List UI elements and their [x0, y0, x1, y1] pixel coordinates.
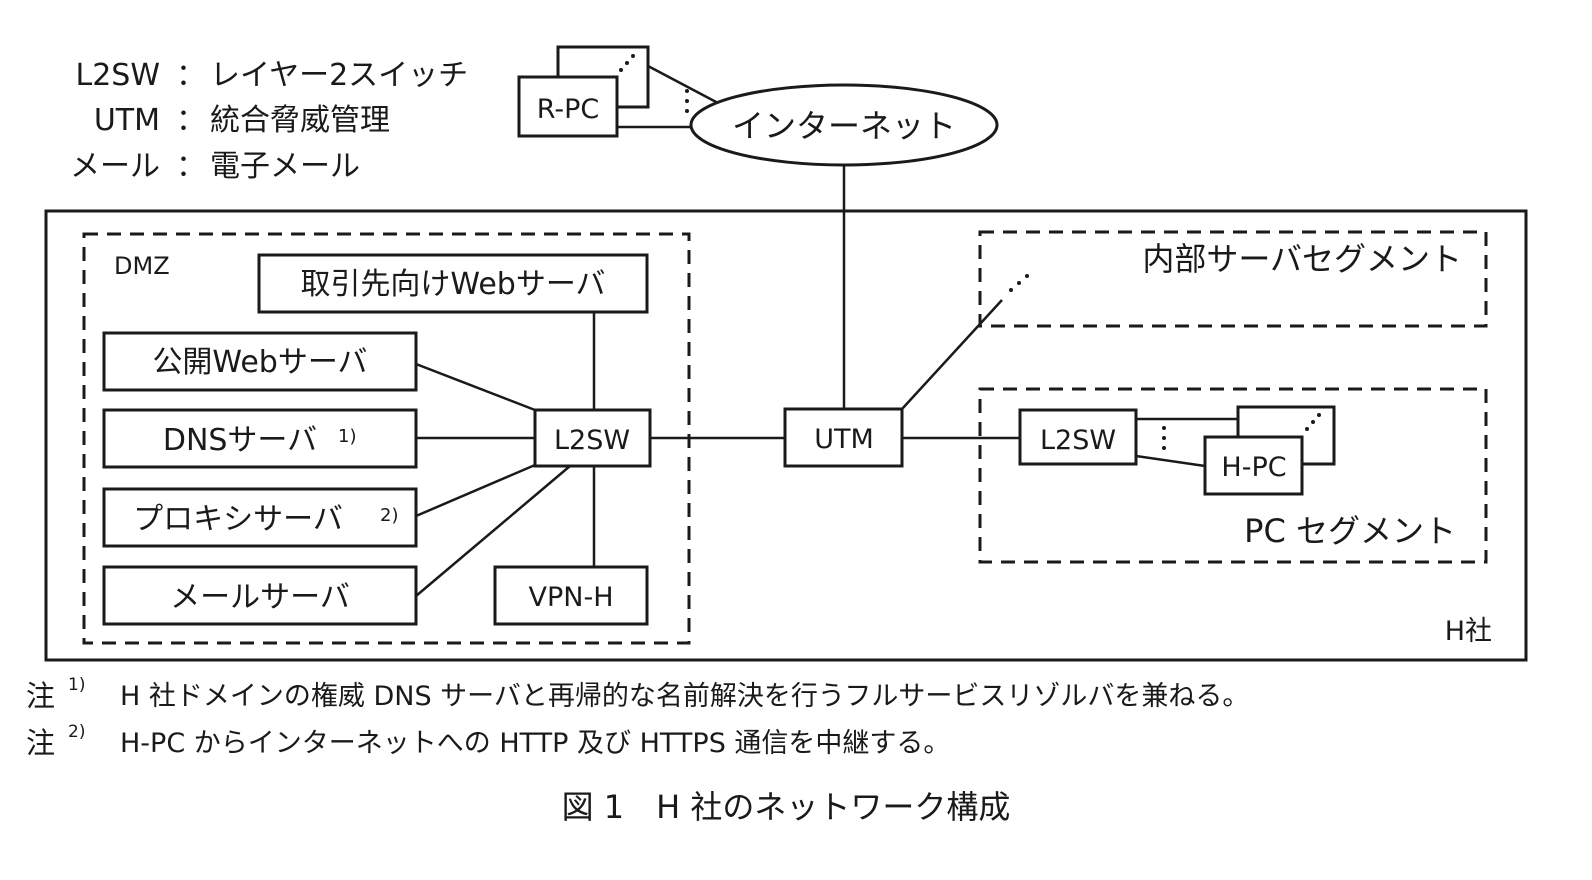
proxy-note-ref: 2)	[380, 505, 398, 526]
legend-sep: ：	[176, 103, 206, 138]
dmz-l2sw-label: L2SW	[554, 425, 630, 456]
ellipsis-dot	[1162, 446, 1166, 450]
dmz-label: DMZ	[114, 252, 170, 280]
hpc-label: H-PC	[1221, 452, 1286, 483]
note-number: 1)	[68, 675, 85, 695]
ellipsis-dot	[1317, 413, 1321, 417]
remote-pc-box	[517, 75, 619, 138]
legend-abbr-mail: メール	[70, 149, 160, 184]
utm-box	[783, 407, 904, 468]
company-frame	[44, 209, 1528, 662]
vpn-h-label: VPN-H	[529, 582, 614, 613]
internal-server-segment-zone	[978, 230, 1488, 328]
ellipsis-dot	[625, 61, 629, 65]
legend: L2SW ： レイヤー2スイッチ UTM ： 統合脅威管理 メール ： 電子メー…	[70, 58, 468, 184]
ellipsis-dot	[1017, 281, 1021, 285]
vpn-h-box	[493, 565, 649, 626]
mail-server-label: メールサーバ	[170, 580, 350, 615]
legend-meaning-l2sw: レイヤー2スイッチ	[210, 58, 468, 93]
partner-web-server-box	[257, 253, 649, 314]
company-label: H社	[1445, 616, 1492, 647]
pc-segment-zone	[978, 387, 1488, 564]
legend-sep: ：	[176, 58, 206, 93]
remote-pc-label: R-PC	[537, 94, 600, 125]
dmz-l2sw-box	[533, 408, 652, 468]
legend-meaning-mail: 電子メール	[210, 149, 360, 184]
pc-l2sw-label: L2SW	[1040, 425, 1116, 456]
pc-l2sw-box	[1018, 408, 1138, 466]
legend-abbr-utm: UTM	[94, 103, 160, 138]
ellipsis-dot	[685, 99, 689, 103]
notes: 注 1) H 社ドメインの権威 DNS サーバと再帰的な名前解決を行うフルサービ…	[26, 675, 1249, 760]
ellipsis-dot	[685, 109, 689, 113]
dns-note-ref: 1)	[338, 426, 356, 447]
note-number: 2)	[68, 722, 85, 742]
note-text: H 社ドメインの権威 DNS サーバと再帰的な名前解決を行うフルサービスリゾルバ…	[120, 681, 1249, 712]
ellipsis-dot	[1311, 420, 1315, 424]
proxy-server-box	[102, 487, 418, 548]
ellipsis-dot	[1162, 436, 1166, 440]
note-text: H-PC からインターネットへの HTTP 及び HTTPS 通信を中継する。	[120, 728, 950, 759]
ellipsis-dot	[619, 68, 623, 72]
note-mark: 注	[26, 726, 55, 760]
ellipsis-dot	[631, 54, 635, 58]
link-mail-l2sw	[415, 465, 571, 597]
link-proxy-l2sw	[415, 463, 536, 518]
utm-label: UTM	[814, 424, 874, 455]
hpc-box	[1203, 435, 1304, 496]
dns-server-label: DNSサーバ	[163, 423, 317, 458]
link-rpc-internet	[647, 64, 719, 105]
mail-server-box	[102, 565, 418, 626]
proxy-server-label: プロキシサーバ	[133, 502, 343, 537]
internet-label: インターネット	[732, 107, 956, 145]
link-utm-internal-segment	[901, 299, 1003, 410]
legend-meaning-utm: 統合脅威管理	[210, 103, 390, 138]
ellipsis-dot	[1009, 288, 1013, 292]
ellipsis-dot	[1025, 274, 1029, 278]
link-l2sw-hpc	[1135, 454, 1206, 468]
link-publicweb-l2sw	[415, 362, 536, 412]
partner-web-server-label: 取引先向けWebサーバ	[300, 267, 605, 302]
note-mark: 注	[26, 679, 55, 713]
internal-server-segment-label: 内部サーバセグメント	[1142, 240, 1462, 278]
pc-segment-label: PC セグメント	[1244, 512, 1456, 550]
ellipsis-dot	[685, 89, 689, 93]
dns-server-box	[102, 408, 418, 469]
legend-abbr-l2sw: L2SW	[75, 58, 160, 93]
legend-sep: ：	[176, 149, 206, 184]
public-web-server-label: 公開Webサーバ	[152, 345, 367, 380]
remote-pc-group: R-PC	[517, 45, 719, 138]
ellipsis-dot	[1162, 426, 1166, 430]
public-web-server-box	[102, 331, 418, 392]
figure-caption: 図 1 H 社のネットワーク構成	[562, 788, 1011, 826]
ellipsis-dot	[1305, 427, 1309, 431]
